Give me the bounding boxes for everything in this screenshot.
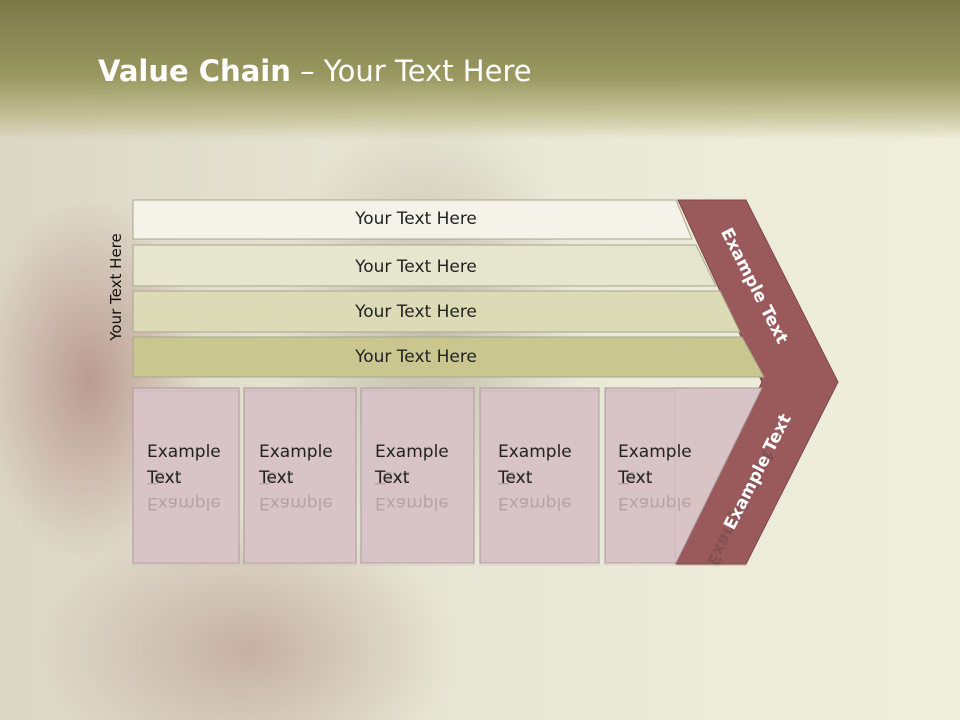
side-label: Your Text Here [107,233,125,341]
title-bold: Value Chain [98,54,291,88]
cell-1-label: Example Text [147,442,221,488]
cell-1[interactable] [132,387,240,564]
bar-2-label: Your Text Here [355,257,477,277]
cell-5[interactable] [604,387,763,564]
reflection-chevron [676,456,800,566]
cell-4-label: Example Text [498,442,572,488]
chevron-arrow[interactable] [675,199,839,565]
cell-2-label: Example Text [259,442,333,488]
cell-2[interactable] [243,387,357,564]
cell-5-label: Example Text [618,442,692,488]
diagram-reflection: Example Text Example Text Example Text E… [0,390,960,569]
bar-3-label: Your Text Here [355,302,477,322]
reflection-cell-5 [604,390,676,566]
bar-4[interactable] [132,336,765,378]
title-bar [0,0,960,140]
reflection-cell-3 [360,390,475,566]
reflection-cell-2 [243,390,357,566]
bar-4-label: Your Text Here [355,347,477,367]
bar-2[interactable] [132,244,717,287]
bar-3[interactable] [132,290,741,333]
reflection-cell-4 [479,390,600,566]
reflection-cell-1 [132,390,240,566]
cell-3-label: Example Text [375,442,449,488]
slide-title: Value Chain – Your Text Here [98,54,532,88]
title-rest: – Your Text Here [290,54,532,88]
bar-1-label: Your Text Here [355,209,477,229]
cell-3[interactable] [360,387,475,564]
cell-4[interactable] [479,387,600,564]
reflection-shapes [132,390,800,566]
bar-1[interactable] [132,199,693,240]
